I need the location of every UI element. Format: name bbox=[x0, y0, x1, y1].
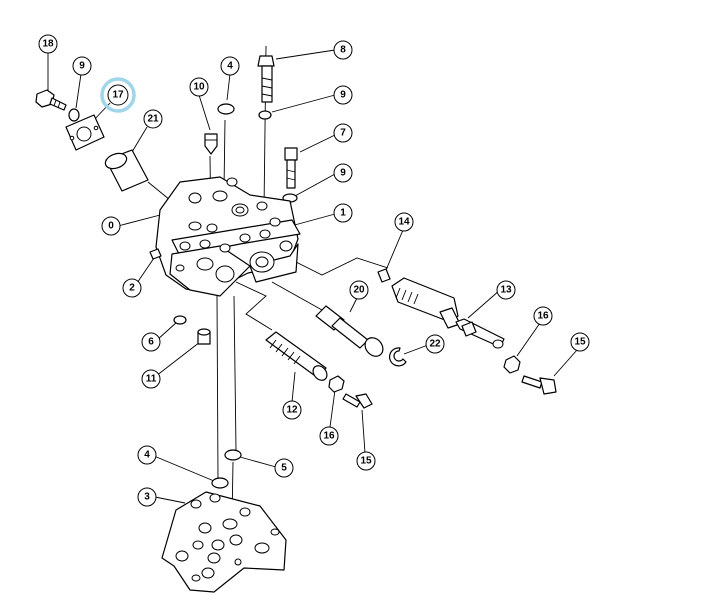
svg-text:7: 7 bbox=[340, 128, 346, 139]
part-5-oring bbox=[224, 449, 242, 461]
callout-12[interactable]: 12 bbox=[282, 400, 302, 420]
part-10-plug bbox=[204, 133, 218, 155]
callout-22[interactable]: 22 bbox=[425, 334, 445, 354]
part-15-screw bbox=[342, 393, 373, 409]
svg-text:13: 13 bbox=[500, 285, 512, 296]
part-13-spool bbox=[391, 277, 505, 349]
callout-13[interactable]: 13 bbox=[496, 280, 516, 300]
part-6-disk bbox=[173, 315, 187, 325]
svg-text:9: 9 bbox=[340, 168, 346, 179]
svg-text:4: 4 bbox=[227, 61, 233, 72]
part-4-oring bbox=[217, 103, 235, 115]
callouts: 18 9 17 21 10 4 8 9 7 9 1 0 14 2 20 13 1… bbox=[38, 34, 590, 507]
svg-text:3: 3 bbox=[144, 492, 150, 503]
callout-16[interactable]: 16 bbox=[319, 426, 339, 446]
svg-text:16: 16 bbox=[323, 431, 335, 442]
svg-text:4: 4 bbox=[144, 450, 150, 461]
svg-text:15: 15 bbox=[360, 456, 372, 467]
leader-lines bbox=[47, 45, 578, 521]
part-8-bolt bbox=[257, 55, 275, 103]
part-14-set-screw bbox=[377, 268, 391, 283]
callout-3[interactable]: 3 bbox=[137, 487, 157, 507]
callout-20[interactable]: 20 bbox=[349, 280, 369, 300]
svg-text:14: 14 bbox=[398, 217, 410, 228]
callout-15[interactable]: 15 bbox=[356, 451, 376, 471]
callout-11[interactable]: 11 bbox=[141, 369, 161, 389]
part-17-cover-plate bbox=[65, 114, 105, 151]
svg-text:6: 6 bbox=[148, 337, 154, 348]
callout-17[interactable]: 17 bbox=[107, 84, 129, 106]
svg-text:20: 20 bbox=[353, 285, 365, 296]
svg-text:15: 15 bbox=[574, 337, 586, 348]
callout-16[interactable]: 16 bbox=[533, 306, 553, 326]
part-21-sleeve bbox=[104, 149, 149, 192]
callout-0[interactable]: 0 bbox=[101, 216, 121, 236]
part-4-oring bbox=[211, 477, 229, 489]
part-16-nut bbox=[503, 355, 521, 374]
callout-9[interactable]: 9 bbox=[333, 85, 353, 105]
svg-text:9: 9 bbox=[340, 90, 346, 101]
part-2-pin bbox=[149, 248, 162, 260]
part-1-valve-body bbox=[155, 176, 301, 297]
part-18-screw bbox=[35, 89, 67, 111]
callout-7[interactable]: 7 bbox=[333, 123, 353, 143]
svg-text:1: 1 bbox=[340, 208, 346, 219]
part-12-spring-spool bbox=[265, 331, 328, 381]
svg-text:0: 0 bbox=[108, 221, 114, 232]
callout-1[interactable]: 1 bbox=[333, 203, 353, 223]
callout-4[interactable]: 4 bbox=[220, 56, 240, 76]
part-3-separator-plate bbox=[161, 491, 287, 593]
svg-text:17: 17 bbox=[112, 90, 124, 101]
svg-text:16: 16 bbox=[537, 311, 549, 322]
callout-18[interactable]: 18 bbox=[38, 34, 58, 54]
callout-8[interactable]: 8 bbox=[333, 40, 353, 60]
callout-6[interactable]: 6 bbox=[141, 332, 161, 352]
callout-10[interactable]: 10 bbox=[189, 77, 209, 97]
callout-21[interactable]: 21 bbox=[143, 109, 163, 129]
svg-text:22: 22 bbox=[429, 339, 441, 350]
part-7-bolt bbox=[284, 147, 298, 189]
svg-text:8: 8 bbox=[340, 45, 346, 56]
callout-9[interactable]: 9 bbox=[333, 163, 353, 183]
part-9-washer bbox=[68, 108, 80, 122]
part-15-screw bbox=[521, 375, 557, 395]
callout-4[interactable]: 4 bbox=[137, 445, 157, 465]
svg-text:11: 11 bbox=[146, 374, 157, 385]
part-16-nut bbox=[328, 375, 345, 393]
svg-text:2: 2 bbox=[129, 283, 135, 294]
svg-text:12: 12 bbox=[286, 405, 298, 416]
highlight-ring bbox=[100, 77, 136, 113]
svg-text:5: 5 bbox=[281, 463, 287, 474]
svg-text:9: 9 bbox=[79, 61, 85, 72]
part-20-spool bbox=[315, 305, 384, 357]
part-11-cylinder bbox=[197, 328, 211, 345]
svg-text:18: 18 bbox=[42, 39, 54, 50]
callout-2[interactable]: 2 bbox=[122, 278, 142, 298]
callout-15[interactable]: 15 bbox=[570, 332, 590, 352]
callout-9[interactable]: 9 bbox=[72, 56, 92, 76]
svg-text:21: 21 bbox=[147, 114, 159, 125]
svg-text:10: 10 bbox=[193, 82, 205, 93]
part-9-washer bbox=[258, 110, 272, 120]
callout-14[interactable]: 14 bbox=[394, 212, 414, 232]
callout-5[interactable]: 5 bbox=[274, 458, 294, 478]
part-22-snap-ring bbox=[389, 347, 407, 367]
